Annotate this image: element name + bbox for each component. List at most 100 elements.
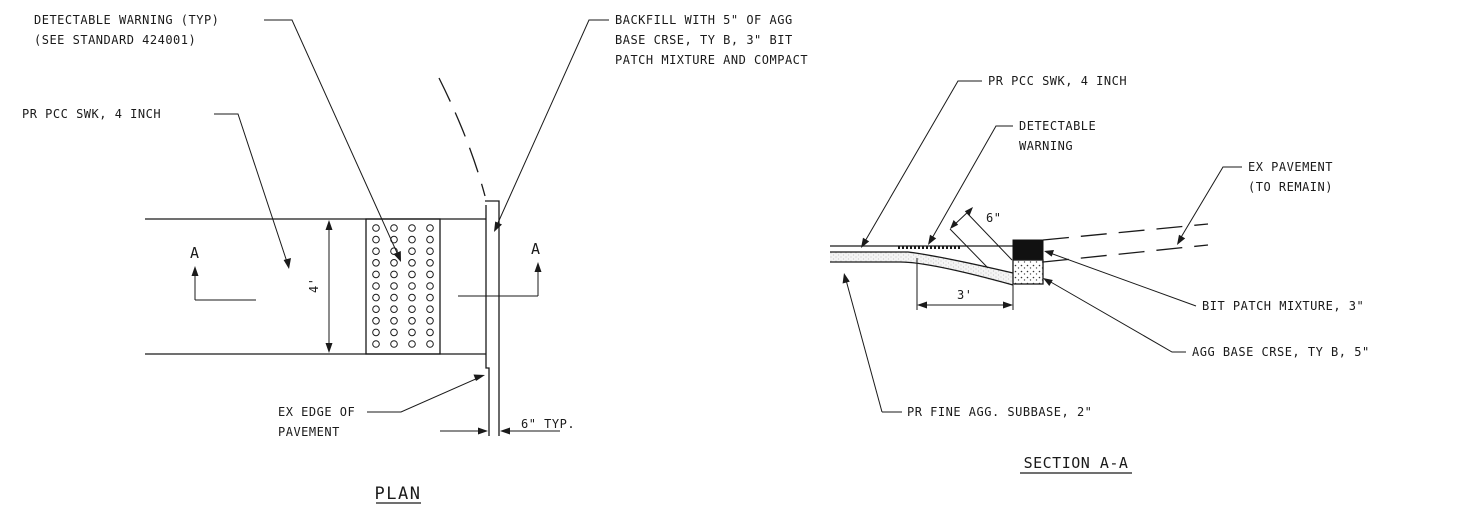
dome-mark bbox=[372, 305, 380, 314]
plan-view: A A 4' DETECTABLE WARNING (TYP) (SEE STA… bbox=[22, 13, 808, 504]
section-label-ex-pavement-1: EX PAVEMENT bbox=[1248, 160, 1333, 174]
dome-mark bbox=[408, 305, 416, 314]
section-leader-agg-base bbox=[1048, 280, 1186, 353]
plan-width-dimension-arrow-bottom bbox=[325, 343, 333, 353]
section-label-detectable-2: WARNING bbox=[1019, 139, 1073, 153]
plan-leader-detectable-warning-head bbox=[393, 251, 401, 262]
section-slope-dim-head-a bbox=[950, 220, 959, 229]
plan-label-backfill-1: BACKFILL WITH 5" OF AGG bbox=[615, 13, 793, 27]
plan-gap-dim-left-head bbox=[478, 427, 488, 435]
plan-label-detectable-warning-1: DETECTABLE WARNING (TYP) bbox=[34, 13, 219, 27]
plan-label-backfill-2: BASE CRSE, TY B, 3" BIT bbox=[615, 33, 793, 47]
section-leader-detectable bbox=[930, 125, 1013, 241]
dome-mark bbox=[390, 282, 398, 290]
dome-mark bbox=[408, 259, 416, 267]
dome-mark bbox=[372, 282, 380, 290]
section-leader-ex-pavement-head bbox=[1177, 234, 1186, 245]
plan-leader-backfill-head bbox=[494, 221, 502, 232]
section-label-slope-dim: 6" bbox=[986, 211, 1001, 225]
section-leader-bit-patch bbox=[1049, 252, 1197, 307]
dome-mark bbox=[408, 340, 416, 348]
section-label-agg-base: AGG BASE CRSE, TY B, 5" bbox=[1192, 345, 1370, 359]
section-bit-patch-block bbox=[1012, 239, 1044, 261]
section-slope-ext-a bbox=[966, 212, 1013, 261]
section-leader-sidewalk bbox=[863, 80, 982, 244]
section-leader-detectable-head bbox=[928, 234, 937, 245]
dome-mark bbox=[426, 235, 434, 244]
dome-mark bbox=[408, 328, 416, 337]
plan-section-mark-right: A bbox=[531, 240, 541, 258]
dome-mark bbox=[390, 328, 398, 337]
dome-mark bbox=[408, 247, 416, 255]
dome-mark bbox=[372, 293, 380, 302]
plan-label-sidewalk: PR PCC SWK, 4 INCH bbox=[22, 107, 161, 121]
dome-mark bbox=[426, 293, 434, 302]
section-slope-dim-head-b bbox=[964, 207, 973, 216]
dome-mark bbox=[408, 224, 416, 232]
section-leader-agg-base-head bbox=[1043, 278, 1053, 286]
dome-mark bbox=[426, 259, 434, 267]
section-title: SECTION A-A bbox=[1024, 454, 1129, 472]
section-leader-sidewalk-head bbox=[861, 237, 870, 248]
section-ex-pavement-bottom bbox=[1042, 244, 1209, 263]
dome-mark bbox=[390, 293, 398, 302]
dome-mark bbox=[408, 293, 416, 302]
dome-mark bbox=[408, 270, 416, 279]
plan-leader-edge-head bbox=[473, 374, 485, 381]
section-leader-subbase bbox=[845, 279, 883, 413]
plan-section-arrow-right-head bbox=[534, 262, 542, 272]
dome-mark bbox=[372, 340, 380, 348]
dome-mark bbox=[372, 270, 380, 279]
section-label-detectable-1: DETECTABLE bbox=[1019, 119, 1096, 133]
plan-gap-dim-right-head bbox=[500, 427, 510, 435]
plan-leader-edge bbox=[367, 377, 479, 413]
plan-ex-edge-line-left-low bbox=[485, 354, 490, 436]
plan-width-dimension-label: 4' bbox=[307, 278, 321, 293]
dome-mark bbox=[408, 235, 416, 244]
section-ex-pavement-top bbox=[1042, 223, 1209, 241]
dome-mark bbox=[390, 224, 398, 232]
plan-dashed-curb-arc bbox=[438, 77, 486, 197]
dome-mark bbox=[390, 270, 398, 279]
dome-mark bbox=[408, 317, 416, 325]
dome-mark bbox=[426, 317, 434, 325]
section-subbase-fill bbox=[830, 252, 1013, 285]
section-leader-subbase-head bbox=[842, 273, 850, 284]
section-label-sidewalk: PR PCC SWK, 4 INCH bbox=[988, 74, 1127, 88]
section-length-dim-head-right bbox=[1003, 301, 1013, 309]
dome-mark bbox=[372, 328, 380, 337]
section-label-subbase: PR FINE AGG. SUBBASE, 2" bbox=[907, 405, 1092, 419]
plan-detectable-warning-panel bbox=[365, 218, 441, 355]
plan-section-mark-left: A bbox=[190, 244, 200, 262]
section-label-ex-pavement-2: (TO REMAIN) bbox=[1248, 180, 1333, 194]
dome-mark bbox=[426, 270, 434, 279]
section-leader-bit-patch-head bbox=[1044, 250, 1054, 257]
section-label-length-dim: 3' bbox=[957, 288, 972, 302]
dome-mark bbox=[426, 282, 434, 290]
plan-label-gap-dim: 6" TYP. bbox=[521, 417, 575, 431]
section-subbase-bottom bbox=[830, 261, 1014, 286]
dome-mark bbox=[390, 305, 398, 314]
dome-mark bbox=[372, 259, 380, 267]
dome-mark bbox=[372, 247, 380, 255]
plan-leader-sidewalk-head bbox=[283, 258, 291, 269]
plan-label-edge-2: PAVEMENT bbox=[278, 425, 340, 439]
dome-mark bbox=[426, 305, 434, 314]
dome-mark bbox=[372, 224, 380, 232]
plan-label-detectable-warning-2: (SEE STANDARD 424001) bbox=[34, 33, 196, 47]
section-leader-ex-pavement bbox=[1179, 166, 1242, 240]
dome-mark bbox=[372, 317, 380, 325]
plan-leader-backfill bbox=[496, 19, 609, 226]
section-agg-base-block bbox=[1012, 259, 1044, 285]
dome-mark bbox=[390, 317, 398, 325]
dome-mark bbox=[372, 235, 380, 244]
dome-mark bbox=[408, 282, 416, 290]
plan-title: PLAN bbox=[375, 484, 422, 504]
dome-mark bbox=[426, 247, 434, 255]
plan-detectable-warning-domes bbox=[372, 224, 434, 348]
section-label-bit-patch: BIT PATCH MIXTURE, 3" bbox=[1202, 299, 1364, 313]
plan-label-backfill-3: PATCH MIXTURE AND COMPACT bbox=[615, 53, 808, 67]
section-slab-bottom bbox=[830, 251, 1014, 274]
plan-label-edge-1: EX EDGE OF bbox=[278, 405, 355, 419]
